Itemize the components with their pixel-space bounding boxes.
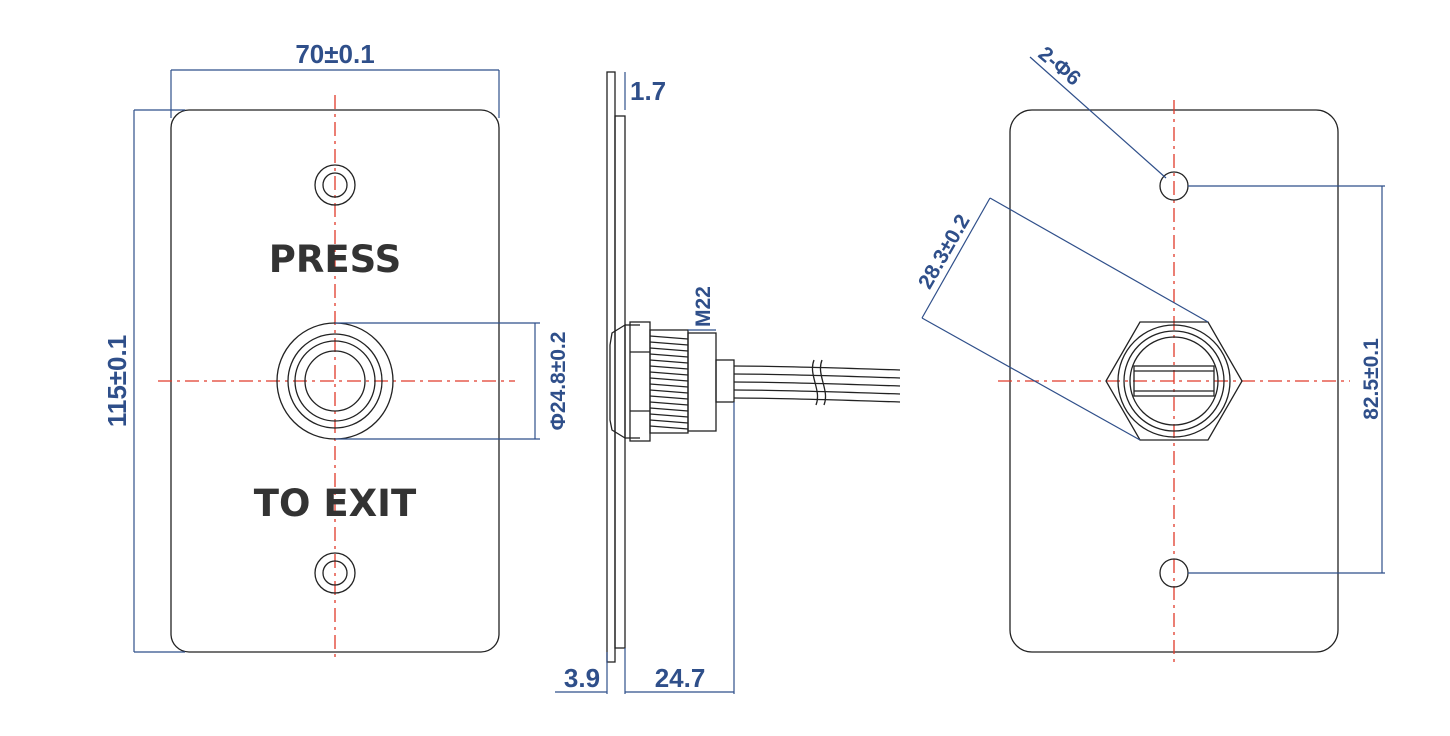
wire-break-2	[819, 359, 827, 406]
front-bottom-screw-hole-inner	[322, 560, 348, 586]
holes-leader	[1029, 56, 1167, 179]
press-label: PRESS	[269, 238, 402, 281]
thread-line	[649, 347, 689, 352]
thread-line	[649, 383, 689, 388]
wire-2	[733, 373, 901, 379]
thread-lines	[649, 335, 689, 430]
side-nut	[629, 321, 651, 442]
button-bezel-mid	[287, 333, 383, 429]
front-width-dim: 70±0.1	[295, 39, 374, 69]
thread-line	[649, 395, 689, 400]
side-plate	[606, 71, 616, 663]
back-nut-ring-inner	[1129, 336, 1219, 426]
base-offset-dim: 3.9	[564, 663, 600, 693]
side-back-body	[687, 332, 717, 432]
side-bezel	[609, 323, 626, 440]
side-wires	[733, 359, 901, 406]
back-nut-ring-mid	[1123, 330, 1225, 432]
thread-line	[649, 407, 689, 412]
plate-thickness-dim: 1.7	[630, 76, 666, 106]
button-face	[304, 350, 366, 412]
thread-line	[649, 335, 689, 340]
front-bottom-screw-hole	[314, 552, 356, 594]
button-diameter-dim: Φ24.8±0.2	[547, 332, 570, 431]
nut-across-dim: 28.3±0.2	[914, 211, 975, 293]
side-terminal	[715, 359, 735, 403]
thread-line	[649, 389, 689, 394]
hole-spacing-dim: 82.5±0.1	[1360, 338, 1383, 420]
depth-dim: 24.7	[655, 663, 706, 693]
front-top-screw-hole-inner	[322, 172, 348, 198]
thread-line	[649, 413, 689, 418]
thread-line	[649, 365, 689, 370]
side-thread	[649, 329, 689, 434]
wire-1	[733, 365, 901, 371]
thread-line	[649, 359, 689, 364]
front-view: PRESS TO EXIT 70±0.1 115±0.1 Φ24.8±0.2	[102, 39, 570, 662]
to-exit-label: TO EXIT	[254, 482, 417, 525]
wire-5	[733, 397, 901, 403]
front-top-screw-hole	[314, 164, 356, 206]
thread-line	[649, 425, 689, 430]
back-nut-ring-outer	[1117, 324, 1231, 438]
button-bezel-inner	[294, 340, 376, 422]
nut-across-ext-bottom	[921, 317, 1141, 441]
wire-break-1	[811, 359, 819, 406]
nut-across-dimline	[921, 197, 991, 319]
back-switch-body	[1133, 365, 1215, 397]
wire-4	[733, 389, 901, 395]
nut-across-ext-top	[989, 197, 1209, 323]
back-view: 2-Φ6 28.3±0.2 82.5±0.1	[914, 42, 1385, 662]
thread-line	[649, 341, 689, 346]
thread-line	[649, 419, 689, 424]
side-plate-step	[614, 115, 626, 649]
thread-line	[649, 377, 689, 382]
thread-line	[649, 371, 689, 376]
front-height-dim: 115±0.1	[102, 335, 132, 427]
side-view: 1.7 M22 3.9 24.7	[555, 71, 901, 694]
thread-dim: M22	[692, 286, 715, 327]
thread-line	[649, 353, 689, 358]
wire-3	[733, 381, 901, 387]
thread-line	[649, 401, 689, 406]
